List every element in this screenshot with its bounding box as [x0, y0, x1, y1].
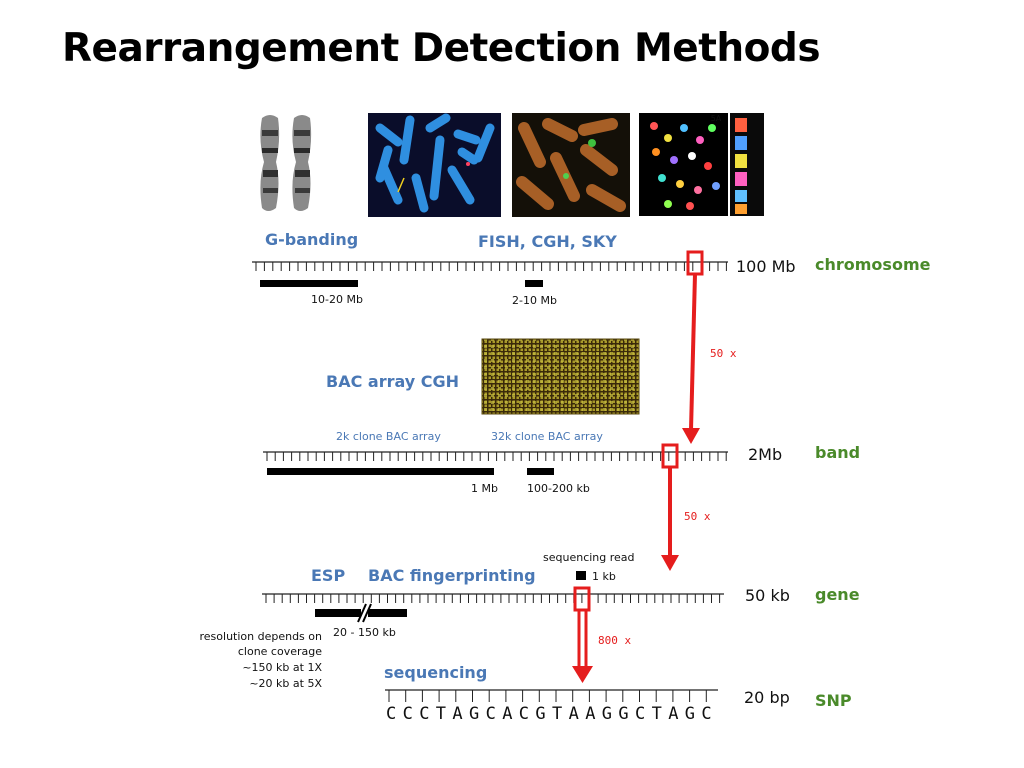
esp-note: resolution depends on clone coverage ~15… — [200, 630, 323, 690]
gene-ruler — [262, 593, 724, 603]
g-banding-resolution: 10-20 Mb — [311, 293, 363, 306]
bac-2k-resolution-bar — [267, 468, 494, 475]
sequence-base: G — [469, 704, 479, 724]
sequence-base: T — [552, 704, 562, 724]
sequence-base: C — [403, 704, 413, 724]
sequencing-read-bar — [576, 571, 586, 580]
sky-image: 5A — [639, 113, 728, 216]
sequence-base: C — [635, 704, 645, 724]
zoom-arrowhead-2 — [661, 555, 679, 571]
sequence-base: A — [585, 704, 595, 724]
zoom-arrow-1 — [689, 273, 697, 431]
zoom-box-3 — [573, 586, 591, 612]
zoom-factor-2: 50 x — [684, 510, 711, 523]
sky-legend — [730, 113, 764, 216]
bac-32k-resolution: 100-200 kb — [527, 482, 590, 495]
gene-scale: 50 kb — [745, 586, 790, 605]
zoom-box-2 — [661, 443, 679, 469]
zoom-arrowhead-1 — [682, 428, 700, 444]
chromosome-ruler — [252, 261, 728, 271]
svg-text:resolution depends on: resolution depends on — [200, 630, 323, 643]
band-ruler — [263, 451, 728, 461]
zoom-arrowhead-3 — [572, 666, 593, 683]
esp-resolution: 20 - 150 kb — [333, 626, 396, 639]
band-scale: 2Mb — [748, 445, 782, 464]
esp-label: ESP — [311, 566, 345, 585]
esp-resolution-bar — [315, 603, 407, 623]
sequence-base: A — [668, 704, 678, 724]
bac-fingerprinting-label: BAC fingerprinting — [368, 566, 536, 585]
fish-resolution-bar — [525, 280, 543, 287]
sequence-base: C — [519, 704, 529, 724]
svg-text:~20 kb at 5X: ~20 kb at 5X — [249, 677, 322, 690]
sequence-base: A — [502, 704, 512, 724]
sequence-base: T — [436, 704, 446, 724]
chromosome-scale: 100 Mb — [736, 257, 796, 276]
zoom-box-1 — [686, 250, 704, 276]
sky-panel-label: 5A — [711, 114, 722, 123]
read-resolution: 1 kb — [592, 570, 616, 583]
snp-scale: 20 bp — [744, 688, 790, 707]
snp-ruler — [385, 689, 718, 702]
svg-text:~150 kb at 1X: ~150 kb at 1X — [242, 661, 322, 674]
sequence-base: G — [685, 704, 695, 724]
sequence-base: G — [535, 704, 545, 724]
bac-array-cgh-label: BAC array CGH — [326, 372, 459, 391]
sequence-base: A — [452, 704, 462, 724]
zoom-factor-3: 800 x — [598, 634, 631, 647]
fish-resolution: 2-10 Mb — [512, 294, 557, 307]
g-banding-label: G-banding — [265, 230, 358, 249]
sequencing-label: sequencing — [384, 663, 487, 682]
band-level-label: band — [815, 443, 860, 462]
snp-level-label: SNP — [815, 691, 852, 710]
sequence-base: G — [602, 704, 612, 724]
g-banding-resolution-bar — [260, 280, 358, 287]
g-banding-image — [253, 110, 328, 215]
bac-2k-resolution: 1 Mb — [471, 482, 498, 495]
sequence-base: C — [486, 704, 496, 724]
bac-32k-resolution-bar — [527, 468, 554, 475]
cgh-image — [512, 113, 630, 217]
sequencing-read-label: sequencing read — [543, 551, 635, 564]
bac-2k-label: 2k clone BAC array — [336, 430, 441, 443]
sequence-base: G — [618, 704, 628, 724]
sequence-base: C — [419, 704, 429, 724]
sequence-base: C — [386, 704, 396, 724]
bac-array-image — [481, 338, 640, 415]
gene-level-label: gene — [815, 585, 860, 604]
fish-cgh-sky-label: FISH, CGH, SKY — [478, 232, 617, 251]
sequence-base: A — [569, 704, 579, 724]
fish-image — [368, 113, 501, 217]
chromosome-level-label: chromosome — [815, 255, 931, 274]
sequence-base: T — [652, 704, 662, 724]
zoom-factor-1: 50 x — [710, 347, 737, 360]
bac-32k-label: 32k clone BAC array — [491, 430, 603, 443]
page-title: Rearrangement Detection Methods — [62, 26, 821, 71]
sequence-base: C — [701, 704, 711, 724]
svg-text:clone coverage: clone coverage — [238, 645, 322, 658]
